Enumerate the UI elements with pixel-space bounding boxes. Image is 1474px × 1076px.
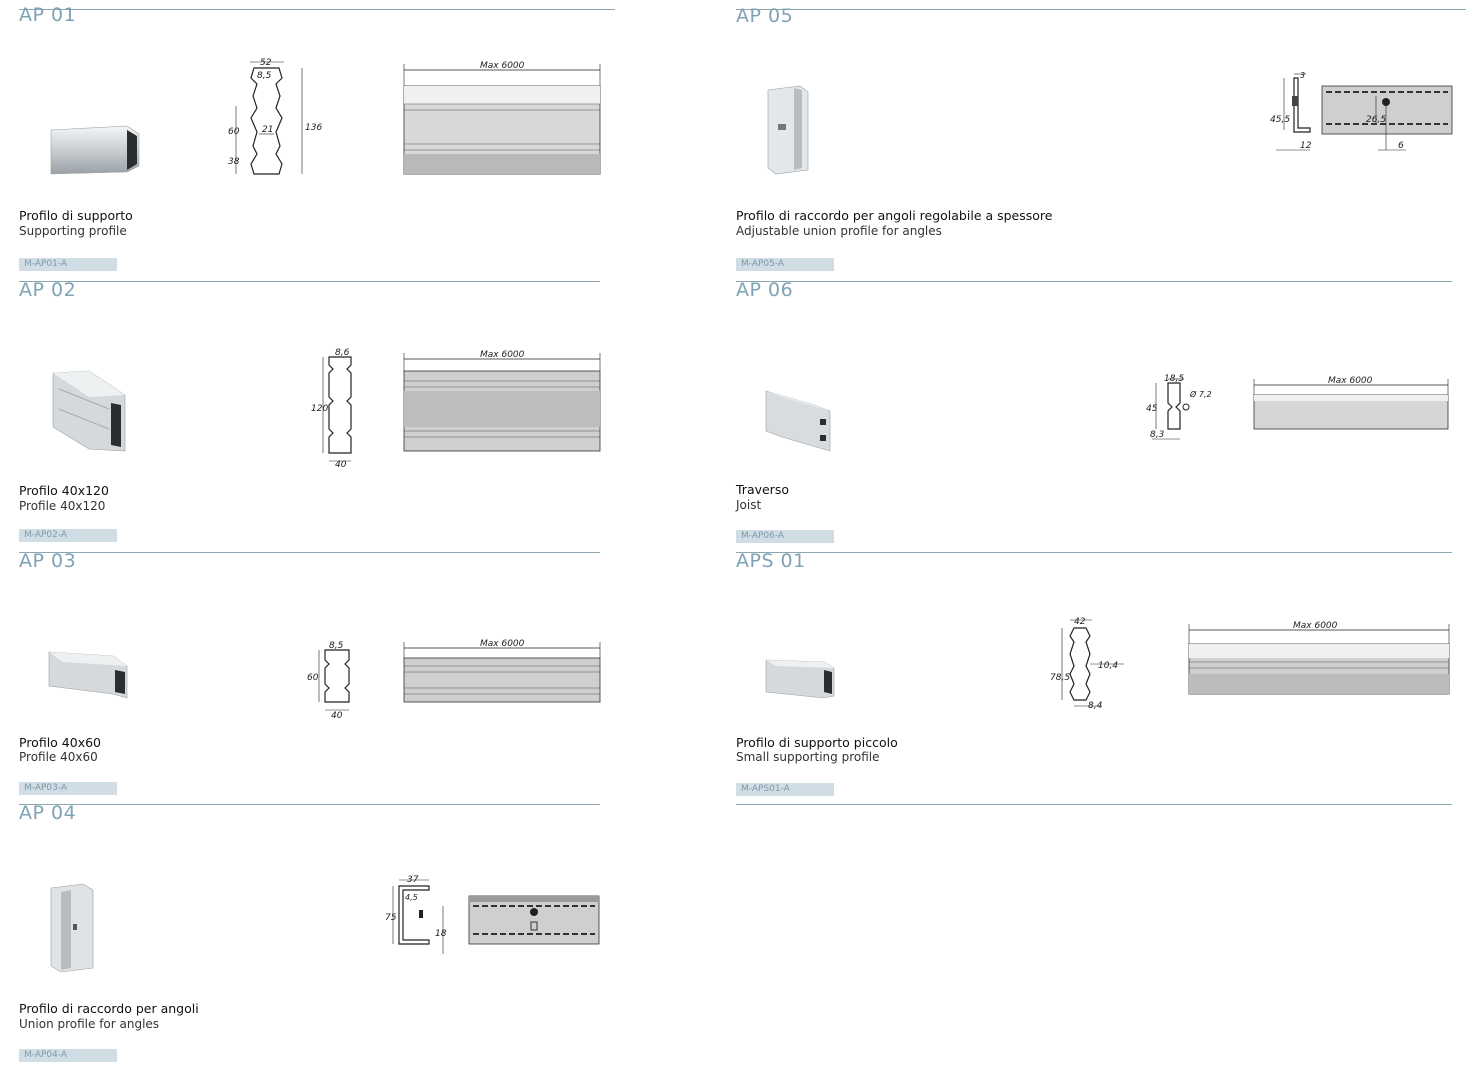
dim-width: 12 xyxy=(1300,141,1312,151)
dim-width: 40 xyxy=(331,711,343,721)
section-rule xyxy=(736,552,1452,553)
product-card-aps01: APS 01 42 78,5 10,4 8,4 Max 6000 Profilo… xyxy=(736,550,1452,808)
dim-height: 45 xyxy=(1146,404,1158,414)
dim-height: 120 xyxy=(311,404,328,414)
length-drawing: Max 6000 xyxy=(403,639,601,703)
product-name-italian: Profilo di supporto piccolo xyxy=(736,735,898,750)
dim-width: 52 xyxy=(260,58,272,68)
dim-center: 10,4 xyxy=(1098,661,1118,671)
cross-section-drawing: 8,6 120 40 xyxy=(311,348,352,470)
section-rule-bottom xyxy=(736,804,1452,805)
dim-thickness: 4,5 xyxy=(405,893,418,902)
product-code: AP 01 xyxy=(19,4,77,26)
dim-slot: 8,5 xyxy=(329,641,344,651)
cross-section-drawing: 18,5 Ø 7,2 45 8,3 xyxy=(1146,374,1212,440)
product-name-italian: Profilo di supporto xyxy=(19,208,133,223)
dim-height: 75 xyxy=(385,913,397,923)
dim-width: 18,5 xyxy=(1164,374,1184,384)
product-card-ap05: AP 05 3 45,5 12 26,5 6 Profilo di raccor… xyxy=(736,0,1466,275)
dim-height: 60 xyxy=(307,673,319,683)
product-photo xyxy=(50,125,140,175)
dim-thickness: 3 xyxy=(1300,71,1305,80)
product-name-english: Joist xyxy=(736,498,762,512)
dim-base: 8,3 xyxy=(1150,430,1165,440)
dim-height: 45,5 xyxy=(1270,115,1290,125)
product-name-italian: Profilo 40x120 xyxy=(19,483,109,498)
dim-width: 40 xyxy=(335,460,347,470)
length-drawing: Max 6000 xyxy=(403,61,601,175)
dim-width: 37 xyxy=(407,875,419,885)
product-name-english: Profile 40x60 xyxy=(19,750,98,764)
product-photo xyxy=(48,651,128,699)
dim-side: 18 xyxy=(435,929,447,939)
dim-height: 78,5 xyxy=(1050,673,1070,683)
product-reference: M-AP06-A xyxy=(736,530,834,543)
product-name-english: Adjustable union profile for angles xyxy=(736,224,942,238)
product-name-italian: Traverso xyxy=(736,482,789,497)
dim-slot: 8,6 xyxy=(335,348,350,358)
product-reference: M-AP05-A xyxy=(736,258,834,271)
product-name-english: Supporting profile xyxy=(19,224,127,238)
cross-section-drawing: 52 8,5 60 38 136 21 xyxy=(228,58,322,175)
section-rule xyxy=(736,9,1466,10)
dim-h1: 60 xyxy=(228,127,240,137)
product-code: AP 03 xyxy=(19,550,77,572)
product-photo xyxy=(50,883,94,973)
section-rule xyxy=(19,9,615,10)
cross-section-drawing: 3 45,5 12 xyxy=(1270,71,1312,151)
product-code: AP 04 xyxy=(19,802,77,824)
product-photo xyxy=(765,659,835,699)
product-name-english: Union profile for angles xyxy=(19,1017,160,1031)
product-reference: M-AP02-A xyxy=(19,529,117,542)
dim-base: 8,4 xyxy=(1088,701,1103,711)
length-drawing xyxy=(468,895,600,945)
section-rule xyxy=(19,281,600,282)
dim-width: 42 xyxy=(1074,617,1086,627)
product-reference: M-AP01-A xyxy=(19,258,117,271)
product-code: APS 01 xyxy=(736,550,806,572)
product-card-ap03: AP 03 8,5 60 40 Max 6000 Profilo 40x60 P… xyxy=(19,550,601,796)
product-name-italian: Profilo di raccordo per angoli xyxy=(19,1001,199,1016)
product-reference: M-AP03-A xyxy=(19,782,117,795)
product-photo xyxy=(52,370,126,452)
dim-diameter: Ø 7,2 xyxy=(1189,389,1212,399)
length-drawing: Max 6000 xyxy=(1253,376,1449,430)
product-photo xyxy=(767,85,809,175)
dim-spacing: 6 xyxy=(1398,141,1404,151)
product-card-ap02: AP 02 8,6 120 40 Max 6000 Profilo 40x120… xyxy=(19,279,601,546)
product-card-ap06: AP 06 18,5 Ø 7,2 45 8,3 Max 6000 Travers… xyxy=(736,279,1452,546)
dim-slot: 8,5 xyxy=(257,71,272,81)
product-name-italian: Profilo 40x60 xyxy=(19,735,102,750)
product-reference: M-AP04-A xyxy=(19,1049,117,1062)
product-reference: M-APS01-A xyxy=(736,783,834,796)
product-photo xyxy=(765,390,831,452)
cross-section-drawing: 42 78,5 10,4 8,4 xyxy=(1050,617,1124,711)
max-length-label: Max 6000 xyxy=(480,639,525,649)
cross-section-drawing: 37 75 4,5 18 xyxy=(385,875,447,954)
product-code: AP 02 xyxy=(19,279,77,301)
section-rule xyxy=(19,552,600,553)
product-name-english: Profile 40x120 xyxy=(19,499,106,513)
product-name-italian: Profilo di raccordo per angoli regolabil… xyxy=(736,208,1053,223)
dim-total: 136 xyxy=(305,123,322,133)
max-length-label: Max 6000 xyxy=(480,61,525,71)
section-rule xyxy=(19,804,600,805)
length-drawing: 26,5 6 xyxy=(1321,85,1453,151)
max-length-label: Max 6000 xyxy=(1293,621,1338,631)
dim-height-2: 26,5 xyxy=(1366,115,1386,125)
max-length-label: Max 6000 xyxy=(1328,376,1373,386)
length-drawing: Max 6000 xyxy=(1188,621,1450,695)
product-card-ap01: AP 01 52 8,5 60 38 136 21 Max 6000 Profi… xyxy=(19,0,615,275)
cross-section-drawing: 8,5 60 40 xyxy=(307,641,350,721)
product-code: AP 06 xyxy=(736,279,794,301)
dim-h2: 38 xyxy=(228,157,240,167)
product-name-english: Small supporting profile xyxy=(736,750,880,764)
max-length-label: Max 6000 xyxy=(480,350,525,360)
dim-inner: 21 xyxy=(262,125,273,135)
product-code: AP 05 xyxy=(736,5,794,27)
length-drawing: Max 6000 xyxy=(403,350,601,452)
product-card-ap04: AP 04 37 75 4,5 18 Profilo di raccordo p… xyxy=(19,802,600,1068)
section-rule xyxy=(736,281,1452,282)
